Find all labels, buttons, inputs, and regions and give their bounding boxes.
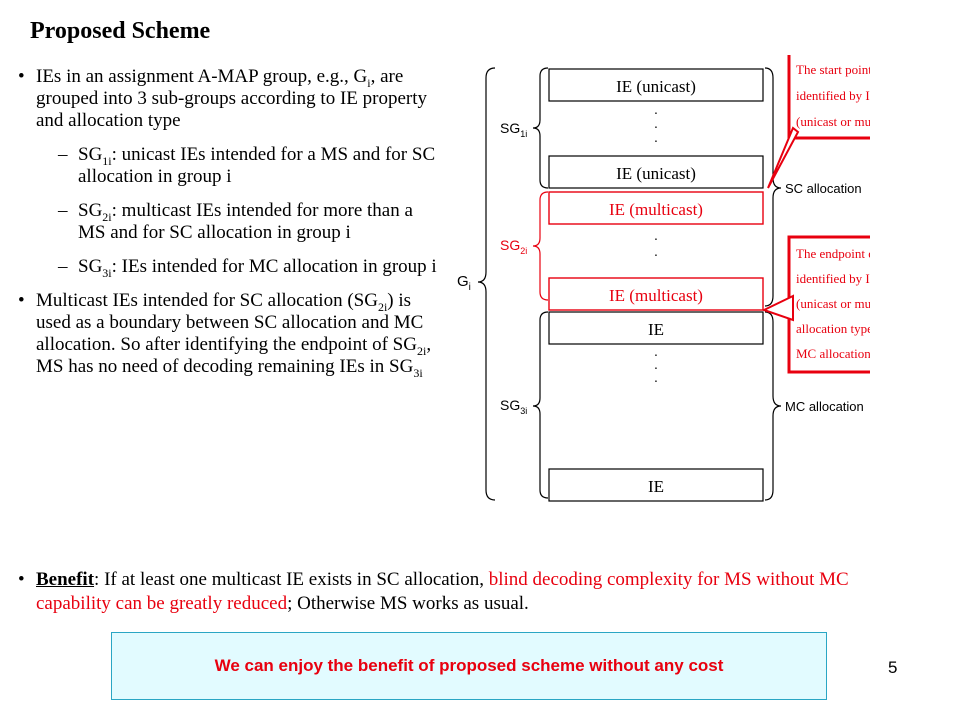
ie-multicast-box-1 <box>548 191 764 225</box>
sc-allocation-brace <box>764 67 782 307</box>
note-endpoint-line4: allocation type (SC or <box>796 321 870 336</box>
sg3-brace <box>532 311 549 499</box>
benefit-highlight: blind decoding complexity for MS without… <box>36 569 849 614</box>
ie-box-2 <box>548 468 764 502</box>
note-endpoint-line3: (unicast or multicast) or <box>796 296 870 311</box>
bullet-dot: • <box>18 66 25 87</box>
ie-multicast-label-2: IE (multicast) <box>609 286 703 305</box>
note-start-point-box <box>787 55 870 140</box>
sg2-label: SG2i <box>500 237 527 256</box>
gi-label: Gi <box>457 273 471 293</box>
ellipsis-dots: · <box>654 362 659 377</box>
page-number: 5 <box>888 658 898 677</box>
ellipsis-dots: · <box>654 107 659 122</box>
mc-allocation-brace <box>764 311 782 501</box>
ie-multicast-box-2 <box>548 277 764 311</box>
note-endpoint-line1: The endpoint of SG2i is <box>796 246 870 263</box>
ie-unicast-box-1 <box>548 68 764 102</box>
sc-allocation-label: SC allocation <box>785 181 862 196</box>
callout-box: We can enjoy the benefit of proposed sch… <box>111 632 827 700</box>
ellipsis-dots: · <box>654 349 659 364</box>
ie-box-1 <box>548 311 764 345</box>
callout-text: We can enjoy the benefit of proposed sch… <box>214 656 724 675</box>
ie-multicast-label-1: IE (multicast) <box>609 200 703 219</box>
sg3-label: SG3i <box>500 397 527 416</box>
subbullet-sg3: – SG3i: IEs intended for MC allocation i… <box>58 256 437 280</box>
gi-brace <box>477 67 496 501</box>
ie-unicast-label-2: IE (unicast) <box>616 164 696 183</box>
dash-mark: – <box>58 144 68 165</box>
mc-allocation-label: MC allocation <box>785 399 864 414</box>
ie-label-2: IE <box>648 477 664 496</box>
bullet-grouping: • IEs in an assignment A-MAP group, e.g.… <box>18 66 427 131</box>
subbullet-sg1: – SG1i: unicast IEs intended for a MS an… <box>58 144 436 187</box>
ellipsis-dots: · <box>654 375 659 390</box>
ie-unicast-label-1: IE (unicast) <box>616 77 696 96</box>
note-endpoint-line5: MC allocation) <box>796 346 870 361</box>
note-start-point-line2: identified by IE property <box>796 88 870 103</box>
subgroup-diagram: Gi SG1i SG2i SG3i SC allocation MC alloc… <box>457 55 870 502</box>
bullet-dot: • <box>18 290 25 311</box>
dash-mark: – <box>58 256 68 277</box>
note-endpoint-line2: identified by IE property <box>796 271 870 286</box>
ellipsis-dots: · <box>654 249 659 264</box>
bullet-dot: • <box>18 569 25 590</box>
note-start-point-line1: The start point of SG2i is <box>796 62 870 79</box>
dash-mark: – <box>58 200 68 221</box>
ellipsis-dots: · <box>654 233 659 248</box>
ie-unicast-box-2 <box>548 155 764 189</box>
benefit-bullet: • Benefit: If at least one multicast IE … <box>18 569 849 614</box>
sg2-brace <box>532 191 549 301</box>
sg1-label: SG1i <box>500 120 527 139</box>
note-start-point-arrow <box>767 126 800 189</box>
note-start-point-line3: (unicast or multicast) <box>796 114 870 129</box>
ellipsis-dots: · <box>654 135 659 150</box>
bullet-list: • IEs in an assignment A-MAP group, e.g.… <box>18 66 443 390</box>
note-endpoint-arrow <box>761 294 794 322</box>
sg1-brace <box>532 67 549 189</box>
page-title: Proposed Scheme <box>30 18 211 44</box>
benefit-label: Benefit <box>36 569 95 590</box>
ellipsis-dots: · <box>654 121 659 136</box>
subbullet-sg2: – SG2i: multicast IEs intended for more … <box>58 200 413 243</box>
ie-label-1: IE <box>648 320 664 339</box>
bullet-boundary: • Multicast IEs intended for SC allocati… <box>18 290 432 380</box>
